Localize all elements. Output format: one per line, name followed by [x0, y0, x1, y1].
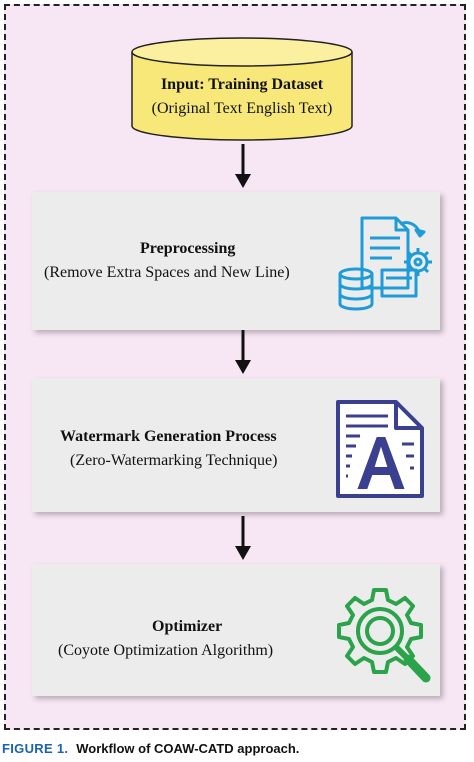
flow-arrow [235, 144, 251, 188]
flow-arrow [235, 516, 251, 560]
flow-arrow [235, 330, 251, 374]
gear-magnifier-icon [337, 588, 431, 683]
input-subtitle: (Original Text English Text) [151, 100, 333, 117]
step-title: Preprocessing [140, 240, 236, 257]
watermark-generation-step: Watermark Generation Process (Zero-Water… [32, 378, 440, 512]
step-subtitle: (Coyote Optimization Algorithm) [58, 642, 274, 659]
step-subtitle: (Zero-Watermarking Technique) [70, 452, 278, 469]
step-title: Optimizer [152, 618, 223, 635]
document-gear-icon [338, 216, 432, 311]
step-subtitle: (Remove Extra Spaces and New Line) [44, 264, 290, 281]
figure-label: FIGURE 1. [2, 741, 69, 756]
optimizer-step: Optimizer (Coyote Optimization Algorithm… [32, 564, 440, 696]
step-title: Watermark Generation Process [60, 428, 277, 445]
document-letter-a-icon [336, 400, 424, 498]
figure-caption-text: Workflow of COAW-CATD approach. [76, 741, 300, 756]
figure-caption: FIGURE 1. Workflow of COAW-CATD approach. [2, 741, 299, 756]
preprocessing-step: Preprocessing (Remove Extra Spaces and N… [32, 192, 440, 330]
input-title: Input: Training Dataset [160, 76, 324, 93]
